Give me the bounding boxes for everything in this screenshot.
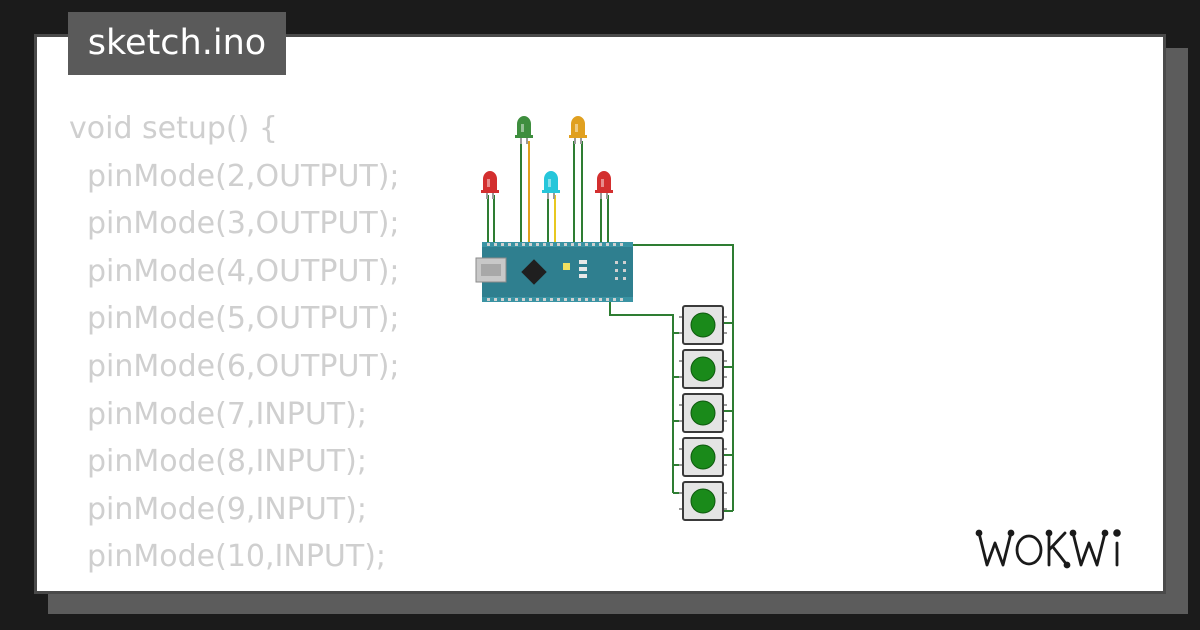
arduino-nano-board[interactable] bbox=[475, 242, 633, 302]
code-line: pinMode(7,INPUT); bbox=[87, 396, 367, 432]
code-line: pinMode(6,OUTPUT); bbox=[87, 348, 400, 384]
wires bbox=[487, 141, 734, 512]
wokwi-logo bbox=[975, 529, 1121, 569]
leds bbox=[481, 116, 613, 199]
pushbutton[interactable] bbox=[679, 393, 727, 433]
pushbutton[interactable] bbox=[679, 349, 727, 389]
code-line: pinMode(4,OUTPUT); bbox=[87, 253, 400, 289]
pushbutton[interactable] bbox=[679, 305, 727, 345]
file-tab[interactable]: sketch.ino bbox=[68, 12, 286, 75]
pushbuttons bbox=[679, 305, 727, 521]
green-led[interactable] bbox=[515, 116, 533, 144]
code-editor[interactable]: void setup() { pinMode(2,OUTPUT); pinMode(… bbox=[69, 105, 400, 591]
code-line: pinMode(5,OUTPUT); bbox=[87, 301, 400, 337]
yellow-led[interactable] bbox=[569, 116, 587, 144]
code-line: pinMode(2,OUTPUT); bbox=[87, 158, 400, 194]
red-led-1[interactable] bbox=[481, 171, 499, 199]
code-line: pinMode(10,INPUT); bbox=[87, 539, 387, 575]
code-line: pinMode(9,INPUT); bbox=[87, 491, 367, 527]
red-led-2[interactable] bbox=[595, 171, 613, 199]
pushbutton[interactable] bbox=[679, 437, 727, 477]
circuit-diagram[interactable] bbox=[37, 37, 1166, 594]
preview-card: void setup() { pinMode(2,OUTPUT); pinMode(… bbox=[34, 34, 1166, 594]
code-line: } bbox=[69, 581, 400, 591]
code-line: pinMode(3,OUTPUT); bbox=[87, 206, 400, 242]
cyan-led[interactable] bbox=[542, 171, 560, 199]
code-line: void setup() { bbox=[69, 111, 278, 146]
file-tab-label: sketch.ino bbox=[87, 23, 267, 63]
pushbutton[interactable] bbox=[679, 481, 727, 521]
code-line: pinMode(8,INPUT); bbox=[87, 444, 367, 480]
